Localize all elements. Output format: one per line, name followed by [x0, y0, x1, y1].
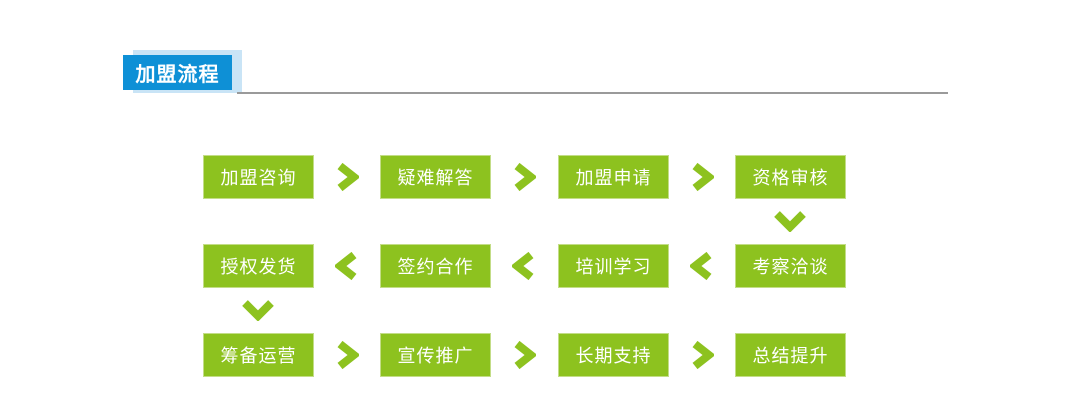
flow-step-contract: 签约合作 — [380, 244, 491, 288]
chevron-left-icon — [335, 251, 359, 281]
section-title: 加盟流程 — [123, 55, 232, 90]
flow-step-application: 加盟申请 — [558, 155, 669, 199]
chevron-right-icon — [690, 162, 714, 192]
chevron-right-icon — [690, 340, 714, 370]
flow-step-qualification: 资格审核 — [735, 155, 846, 199]
divider-line — [237, 92, 948, 94]
flow-step-training: 培训学习 — [558, 244, 669, 288]
flow-step-preparation: 筹备运营 — [203, 333, 314, 377]
flow-step-qa: 疑难解答 — [380, 155, 491, 199]
chevron-right-icon — [512, 340, 536, 370]
chevron-down-icon — [240, 299, 276, 321]
flow-step-shipping: 授权发货 — [203, 244, 314, 288]
chevron-right-icon — [512, 162, 536, 192]
flow-step-support: 长期支持 — [558, 333, 669, 377]
flow-step-promotion: 宣传推广 — [380, 333, 491, 377]
chevron-right-icon — [335, 340, 359, 370]
chevron-left-icon — [512, 251, 536, 281]
flow-step-inspection: 考察洽谈 — [735, 244, 846, 288]
flow-step-improvement: 总结提升 — [735, 333, 846, 377]
chevron-down-icon — [772, 210, 808, 232]
chevron-left-icon — [690, 251, 714, 281]
chevron-right-icon — [335, 162, 359, 192]
flow-step-join-consult: 加盟咨询 — [203, 155, 314, 199]
